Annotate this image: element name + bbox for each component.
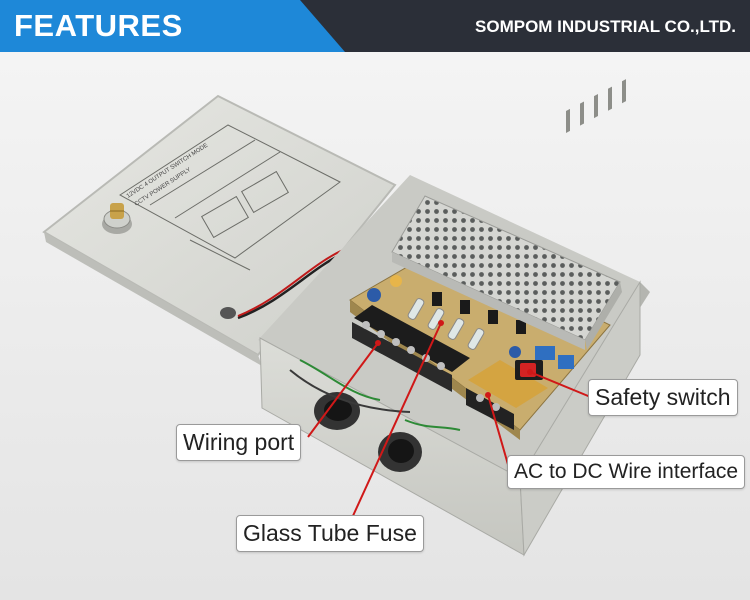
callout-safety-switch: Safety switch	[588, 379, 738, 416]
company-name: SOMPOM INDUSTRIAL CO.,LTD.	[475, 17, 736, 36]
screw-post	[220, 307, 236, 319]
perforated-cover	[391, 195, 622, 350]
safety-switch-icon	[515, 360, 543, 380]
header-accent	[0, 0, 345, 52]
header-banner: FEATURES SOMPOM INDUSTRIAL CO.,LTD.	[0, 0, 750, 52]
cable-grommet-right	[378, 432, 422, 472]
lid-wiring-diagram	[119, 124, 341, 271]
callout-wiring-port: Wiring port	[176, 424, 302, 461]
callout-ac-dc-interface: AC to DC Wire interface	[507, 455, 746, 489]
page-title: FEATURES	[14, 8, 183, 43]
side-vents	[566, 79, 626, 134]
callout-glass-tube-fuse: Glass Tube Fuse	[236, 515, 424, 552]
lock-icon	[102, 203, 132, 234]
